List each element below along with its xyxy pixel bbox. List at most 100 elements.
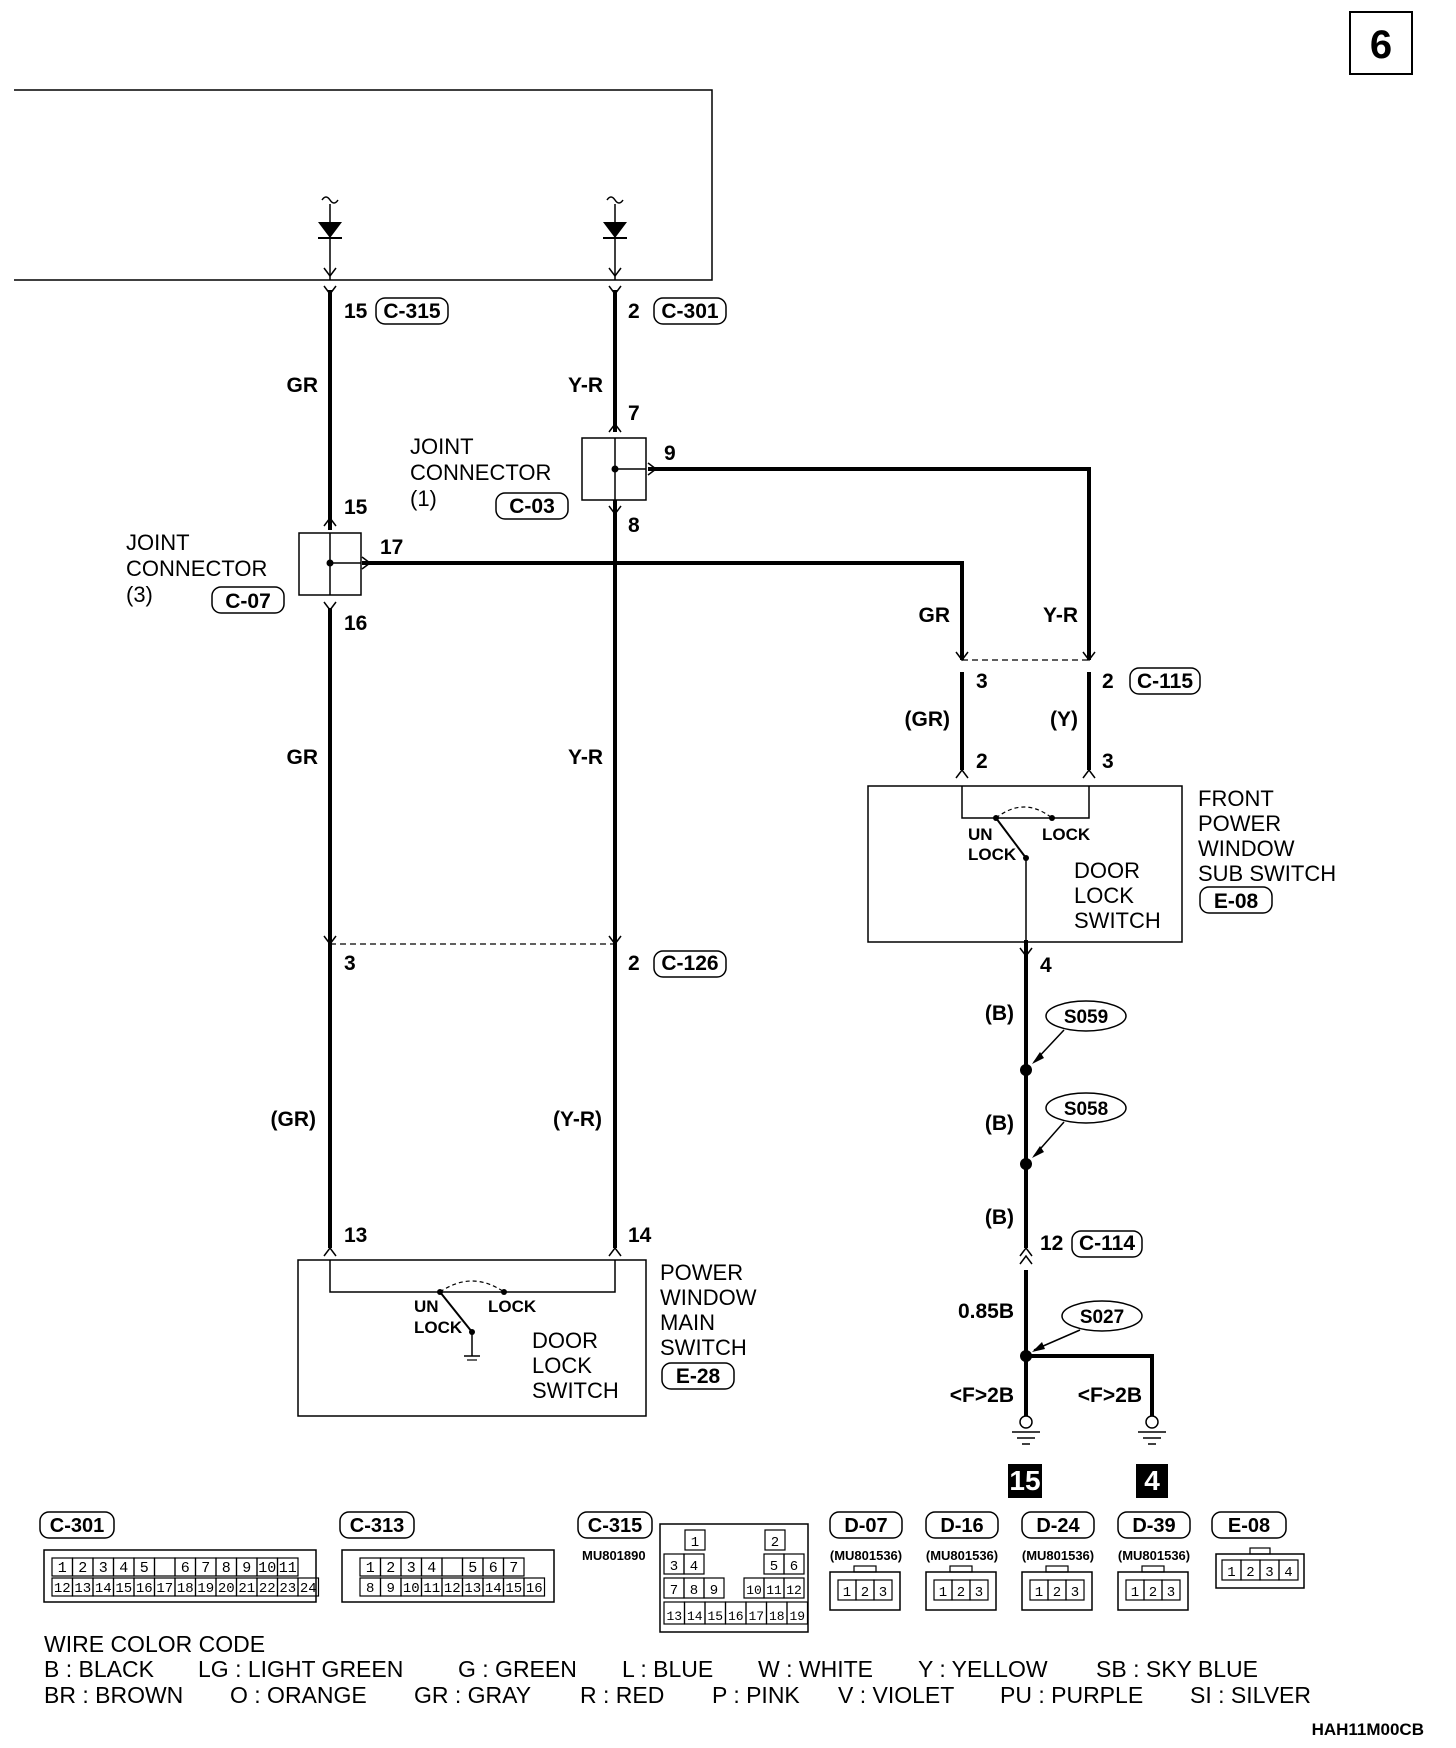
pin-number: 10: [403, 1581, 420, 1597]
pin-number: 1: [366, 1560, 375, 1577]
pin-number: 5: [770, 1559, 778, 1575]
pin-number: 2: [78, 1560, 87, 1577]
legend-item: Y : YELLOW: [918, 1656, 1048, 1682]
connector-part-number: (MU801536): [830, 1548, 902, 1563]
page-number: 6: [1370, 23, 1392, 67]
pin-15-top: 15: [344, 300, 368, 323]
pin-number: 2: [861, 1585, 869, 1601]
front-switch-lock-b: LOCK: [1042, 825, 1091, 844]
ground-point-4: 4: [1144, 1465, 1160, 1496]
pin-number: 24: [300, 1581, 317, 1597]
connector-code: D-39: [1132, 1515, 1175, 1537]
connector-c301-face: [43, 1549, 317, 1603]
wire-color-right-a: GR: [919, 604, 951, 627]
wire-color-left-top: GR: [287, 374, 319, 397]
main-switch-inner2: LOCK: [532, 1353, 592, 1378]
boundary-chevrons: [323, 267, 622, 296]
wire-color-ground-2: (B): [985, 1112, 1014, 1135]
pin-number: 3: [879, 1585, 887, 1601]
pin-cell: [683, 1553, 705, 1575]
connector-code-frame: [1211, 1511, 1287, 1539]
pin-14: 14: [628, 1224, 652, 1247]
pin-cell: [783, 1577, 805, 1599]
front-switch-line2: POWER: [1198, 811, 1281, 836]
pin-number: 8: [366, 1581, 374, 1597]
wire-color-legend: WIRE COLOR CODE B : BLACK LG : LIGHT GRE…: [44, 1631, 1311, 1708]
main-switch-line3: MAIN: [660, 1310, 715, 1335]
pin-number: 17: [156, 1581, 173, 1597]
wire-color-right-b-low: (Y): [1050, 708, 1078, 731]
wire-color-labels: GR Y-R GR Y-R (GR) (Y-R) GR Y-R (GR) (Y)…: [271, 374, 1143, 1407]
wire-color-center-top: Y-R: [568, 374, 603, 397]
joint1-code: C-03: [509, 495, 555, 518]
front-switch-lock-a: LOCK: [968, 845, 1017, 864]
connector-code: D-07: [844, 1515, 887, 1537]
connector-latch: [1249, 1547, 1271, 1555]
pin-number: 11: [423, 1581, 440, 1597]
ground-wire-right: <F>2B: [1078, 1384, 1142, 1407]
front-switch-inner3: SWITCH: [1074, 908, 1161, 933]
pin-number: 12: [54, 1581, 71, 1597]
pin-number: 13: [74, 1581, 91, 1597]
pin-number: 7: [201, 1560, 210, 1577]
legend-item: G : GREEN: [458, 1656, 577, 1682]
pin-number: 13: [464, 1581, 481, 1597]
pin-number: 8: [222, 1560, 231, 1577]
pin-cell: [969, 1579, 989, 1601]
pin-number: 15: [505, 1581, 522, 1597]
upstream-frame: [14, 89, 713, 281]
pin-number: 1: [58, 1560, 67, 1577]
pin-number: 12: [444, 1581, 461, 1597]
pin-number: 18: [177, 1581, 194, 1597]
front-switch-line4: SUB SWITCH: [1198, 861, 1336, 886]
connector-latch: [853, 1565, 877, 1573]
ground-symbol-right: [1138, 1415, 1166, 1445]
pin-number: 4: [119, 1560, 128, 1577]
pin-number: 14: [485, 1581, 502, 1597]
page-number-box: [1349, 11, 1413, 75]
joint3-line3: (3): [126, 582, 153, 607]
pin-2-top: 2: [628, 300, 640, 323]
pin-cell: [1278, 1559, 1299, 1581]
pin-number: 3: [407, 1560, 416, 1577]
joint1-line3: (1): [410, 486, 437, 511]
connector-code-frame: [925, 1511, 999, 1539]
pin-number: 23: [279, 1581, 296, 1597]
pin-number: 5: [140, 1560, 149, 1577]
front-switch-inner2: LOCK: [1074, 883, 1134, 908]
joint-connector-3-label: JOINT CONNECTOR (3) C-07: [126, 530, 271, 613]
connector-code-frame: [1021, 1511, 1095, 1539]
main-switch-line2: WINDOW: [660, 1285, 757, 1310]
main-switch-inner3: SWITCH: [532, 1378, 619, 1403]
ground-point-15: 15: [1009, 1465, 1040, 1496]
pin-cell: [441, 1557, 464, 1577]
pin-2-c115: 2: [1102, 670, 1114, 693]
connector-code: D-16: [940, 1515, 983, 1537]
wire-color-ground-1: (B): [985, 1002, 1014, 1025]
pin-number: 6: [181, 1560, 190, 1577]
pin-cell: [786, 1601, 809, 1625]
front-sub-switch-labels: FRONT POWER WINDOW SUB SWITCH E-08 DOOR …: [968, 786, 1336, 933]
pin-number: 3: [1265, 1565, 1273, 1581]
front-switch-code: E-08: [1214, 890, 1259, 913]
connector-part-number: (MU801536): [1022, 1548, 1094, 1563]
pin-number: 1: [691, 1535, 699, 1551]
legend-item: BR : BROWN: [44, 1682, 183, 1708]
pin-cell: [873, 1579, 893, 1601]
pin-9: 9: [664, 442, 676, 465]
pin-15-joint3: 15: [344, 496, 368, 519]
pin-number: 4: [427, 1560, 436, 1577]
connector-code-frames: [211, 297, 1273, 1390]
wire-color-right-b: Y-R: [1043, 604, 1078, 627]
splice-dot-s058: [1020, 1158, 1032, 1170]
front-switch-line3: WINDOW: [1198, 836, 1295, 861]
pin-8: 8: [628, 514, 640, 537]
pin-number: 10: [258, 1560, 276, 1577]
connector-c315-top: C-315: [383, 300, 441, 323]
main-switch-box: [297, 1259, 647, 1417]
pin-number: 3: [1167, 1585, 1175, 1601]
legend-item: R : RED: [580, 1682, 664, 1708]
main-switch-code: E-28: [676, 1365, 721, 1388]
